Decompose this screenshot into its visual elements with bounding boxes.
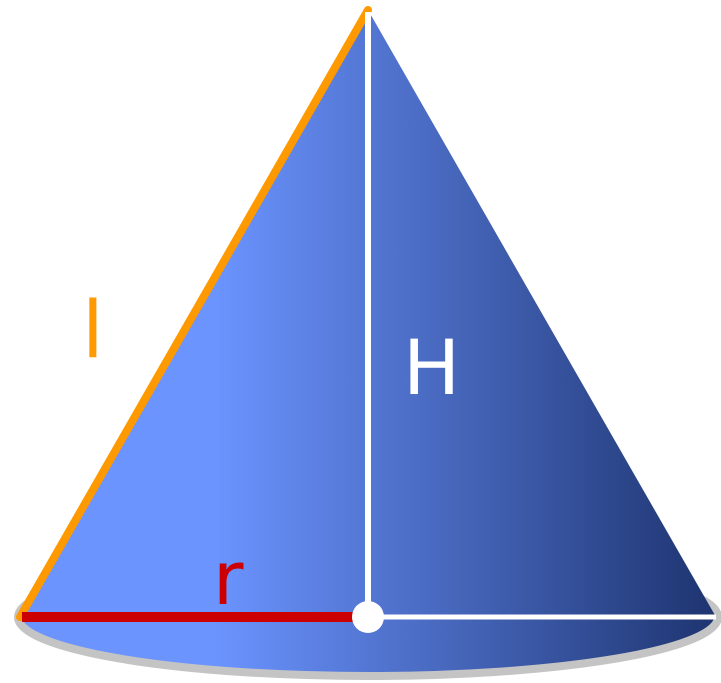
slant-height-label: l xyxy=(82,286,104,376)
height-label: H xyxy=(403,323,461,412)
radius-label: r xyxy=(213,536,244,622)
slant-height-line xyxy=(16,6,372,621)
base-center-dot xyxy=(352,601,384,633)
